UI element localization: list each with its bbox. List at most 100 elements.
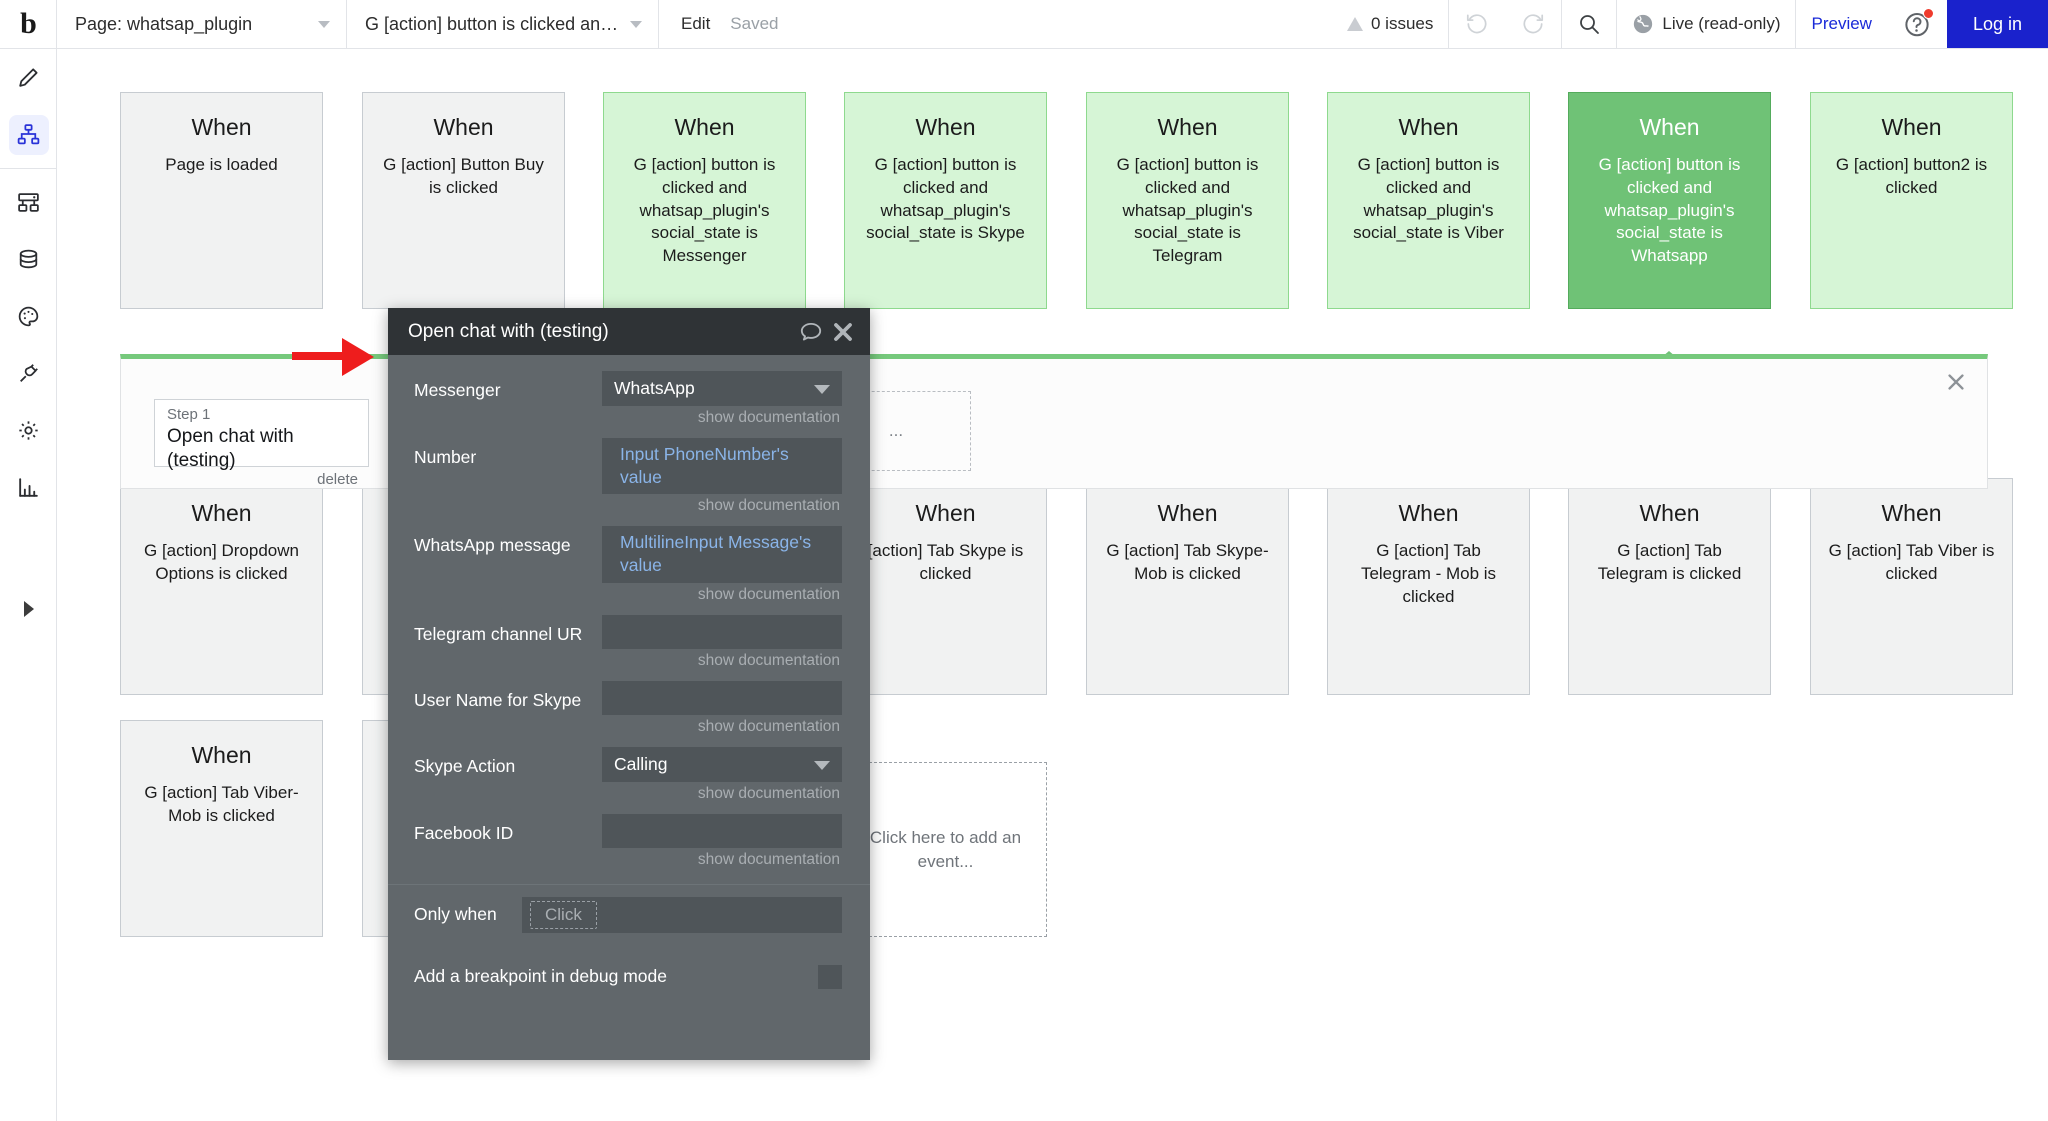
modal-close-button[interactable] [830, 319, 856, 345]
show-documentation-link[interactable]: show documentation [697, 651, 840, 669]
form-row-number: Number Input PhoneNumber's value show do… [388, 437, 870, 525]
gear-icon [19, 421, 38, 440]
facebook-id-input[interactable] [602, 813, 842, 848]
styles-icon-wrap [9, 297, 49, 337]
page-selector[interactable]: Page: whatsap_plugin [57, 0, 347, 48]
field-control: MultilineInput Message's value show docu… [602, 526, 842, 613]
card-when-label: When [1398, 500, 1459, 526]
workflow-event-card[interactable]: When G [action] Tab Viber-Mob is clicked [120, 720, 323, 937]
modal-body: Messenger WhatsApp show documentation Nu… [388, 355, 870, 989]
workflow-event-card-selected[interactable]: When G [action] button is clicked and wh… [1568, 92, 1771, 309]
workflow-tree-icon [17, 124, 40, 145]
modal-title: Open chat with (testing) [408, 320, 609, 342]
form-row-breakpoint: Add a breakpoint in debug mode [388, 964, 870, 989]
workflow-event-card[interactable]: When G [action] Tab Telegram is clicked [1568, 478, 1771, 695]
login-button[interactable]: Log in [1946, 0, 2048, 48]
workflow-event-card[interactable]: When [action] Tab Skype is clicked [844, 478, 1047, 695]
triangle-right-icon [23, 601, 34, 617]
issues-indicator[interactable]: 0 issues [1332, 0, 1448, 48]
workflow-event-card[interactable]: When G [action] Tab Skype-Mob is clicked [1086, 478, 1289, 695]
sidebar-item-elements[interactable] [0, 174, 57, 231]
workflow-event-card[interactable]: When G [action] button2 is clicked [1810, 92, 2013, 309]
divider [1795, 0, 1797, 48]
redo-button[interactable] [1505, 0, 1561, 48]
chevron-down-icon [630, 20, 642, 28]
sidebar-item-design[interactable] [0, 49, 57, 106]
issues-label: 0 issues [1371, 14, 1434, 33]
show-documentation-link[interactable]: show documentation [697, 585, 840, 603]
show-documentation-link[interactable]: show documentation [697, 784, 840, 802]
workflow-event-card[interactable]: When G [action] button is clicked and wh… [1086, 92, 1289, 309]
pencil-icon [19, 68, 38, 87]
bubble-logo[interactable]: b [0, 0, 57, 48]
telegram-channel-input[interactable] [602, 614, 842, 649]
field-control: show documentation [602, 614, 842, 679]
show-documentation-link[interactable]: show documentation [697, 717, 840, 735]
workflow-event-card[interactable]: When G [action] button is clicked and wh… [844, 92, 1047, 309]
workflow-step-card[interactable]: Step 1 Open chat with (testing) delete [154, 399, 369, 488]
help-button[interactable] [1887, 0, 1947, 48]
card-when-label: When [1881, 114, 1942, 140]
number-dynamic-value[interactable]: Input PhoneNumber's value [602, 437, 842, 495]
sidebar-item-styles[interactable] [0, 288, 57, 345]
skype-username-input[interactable] [602, 680, 842, 715]
step-number: Step 1 [167, 406, 211, 423]
workflow-event-card[interactable]: When G [action] button is clicked and wh… [603, 92, 806, 309]
sidebar-item-logs[interactable] [0, 459, 57, 516]
annotation-arrow-icon [292, 338, 374, 376]
undo-button[interactable] [1449, 0, 1505, 48]
action-properties-modal[interactable]: Open chat with (testing) Messenger Whats… [388, 308, 870, 1060]
workflow-event-card[interactable]: When Page is loaded [120, 92, 323, 309]
step-panel-close-button[interactable] [1945, 371, 1967, 393]
chevron-down-icon [318, 20, 330, 28]
workflow-event-card[interactable]: When G [action] Tab Viber is clicked [1810, 478, 2013, 695]
form-row-telegram-channel: Telegram channel UR show documentation [388, 614, 870, 679]
card-description: G [action] Tab Viber-Mob is clicked [144, 783, 299, 825]
workflow-event-card[interactable]: When G [action] Tab Telegram - Mob is cl… [1327, 478, 1530, 695]
field-control: show documentation [602, 680, 842, 745]
field-label: Messenger [414, 380, 501, 400]
workflow-event-card[interactable]: When G [action] button is clicked and wh… [1327, 92, 1530, 309]
show-documentation-link[interactable]: show documentation [697, 850, 840, 868]
card-when-label: When [915, 500, 976, 526]
edit-mode-button[interactable]: Edit [659, 0, 724, 48]
only-when-placeholder: Click [530, 900, 597, 929]
preview-button[interactable]: Preview [1796, 0, 1886, 48]
workflow-canvas[interactable]: When Page is loaded When G [action] Butt… [58, 49, 2048, 1121]
divider [1561, 0, 1563, 48]
skype-action-value: Calling [614, 753, 668, 774]
messenger-dropdown[interactable]: WhatsApp [602, 371, 842, 406]
breakpoint-checkbox[interactable] [818, 964, 842, 989]
sidebar-item-data[interactable] [0, 231, 57, 288]
sidebar-item-settings[interactable] [0, 402, 57, 459]
field-label: Number [414, 446, 477, 467]
step-delete-link[interactable]: delete [317, 470, 358, 488]
whatsapp-message-dynamic-value[interactable]: MultilineInput Message's value [602, 526, 842, 583]
add-event-label: Click here to add an event... [869, 827, 1022, 871]
field-control: Input PhoneNumber's value show documenta… [602, 437, 842, 525]
sidebar-expand-button[interactable] [0, 589, 57, 629]
bar-chart-icon [19, 478, 38, 497]
card-when-label: When [433, 114, 494, 140]
skype-action-dropdown[interactable]: Calling [602, 746, 842, 782]
version-label: Live (read-only) [1662, 14, 1781, 33]
modal-comment-button[interactable] [798, 319, 824, 345]
show-documentation-link[interactable]: show documentation [697, 408, 840, 426]
card-when-label: When [1398, 114, 1459, 140]
workflow-selector[interactable]: G [action] button is clicked and ... [347, 0, 659, 48]
sidebar-item-workflow[interactable] [0, 106, 57, 163]
version-selector[interactable]: Live (read-only) [1617, 0, 1795, 48]
show-documentation-link[interactable]: show documentation [697, 497, 840, 515]
search-button[interactable] [1562, 0, 1616, 48]
undo-icon [1467, 14, 1487, 34]
card-when-label: When [1157, 500, 1218, 526]
sidebar-item-plugins[interactable] [0, 345, 57, 402]
comment-bubble-icon [800, 322, 822, 341]
workflow-event-card[interactable]: When G [action] Dropdown Options is clic… [120, 478, 323, 695]
workflow-event-card[interactable]: When G [action] Button Buy is clicked [362, 92, 565, 309]
field-label: Telegram channel UR [414, 623, 583, 644]
step-panel-inner: Step 1 Open chat with (testing) delete .… [121, 359, 1987, 488]
add-event-box[interactable]: Click here to add an event... [844, 762, 1047, 937]
only-when-input[interactable]: Click [522, 896, 842, 933]
form-row-skype-username: User Name for Skype show documentation [388, 680, 870, 745]
